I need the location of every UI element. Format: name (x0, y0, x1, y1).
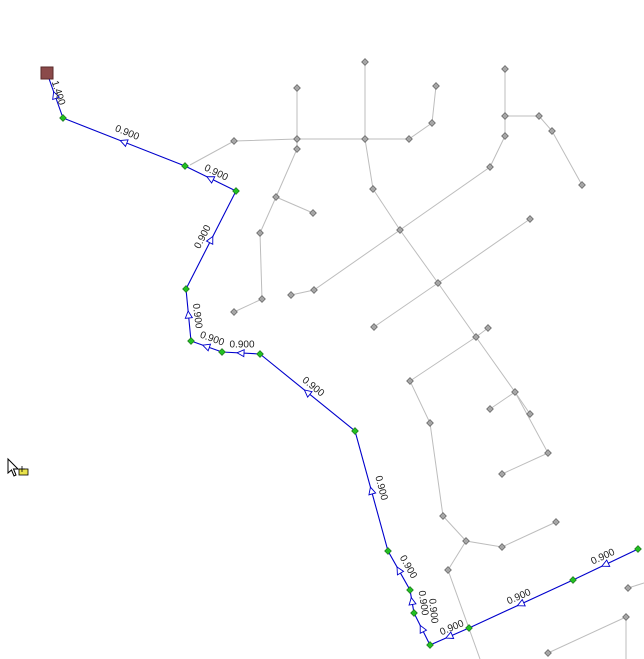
junction-node (231, 309, 238, 316)
flow-arrows (50, 91, 609, 642)
junction-node (370, 186, 377, 193)
junction-node (231, 138, 238, 145)
traced-junctions (60, 115, 642, 649)
pipe-line (374, 219, 530, 327)
junction-node (311, 287, 318, 294)
traced-pipe (47, 73, 638, 645)
junction-node (512, 389, 519, 396)
pipe-line (410, 337, 556, 547)
pipe-line (448, 541, 480, 659)
junction-node (294, 146, 301, 153)
pipe-line (234, 88, 297, 312)
junction-node (623, 614, 630, 621)
junction-node (553, 519, 560, 526)
pipe-line (548, 617, 626, 653)
traced-node (407, 587, 414, 594)
junction-node (545, 450, 552, 457)
junction-node (273, 194, 280, 201)
source-node[interactable] (41, 67, 53, 79)
traced-node (466, 625, 473, 632)
junction-node (259, 296, 266, 303)
junction-node (294, 136, 301, 143)
segment-label: 0.900 (372, 475, 389, 502)
add-badge-icon (19, 469, 28, 475)
pipe-line (505, 116, 582, 185)
flow-arrow-icon (417, 624, 426, 633)
pipe-line (276, 197, 313, 213)
segment-label: 0.900 (229, 340, 254, 351)
pipe-line (291, 69, 505, 295)
junction-node (433, 83, 440, 90)
junction-node (579, 182, 586, 189)
segment-label: 0.900 (397, 553, 419, 581)
junction-node (502, 66, 509, 73)
network-junctions (231, 59, 632, 657)
segment-label: 0.900 (198, 330, 226, 349)
pipe-line (515, 392, 530, 414)
segment-label: 0.900 (193, 223, 214, 251)
junction-node (288, 292, 295, 299)
traced-node (182, 163, 189, 170)
junction-node (545, 650, 552, 657)
traced-node (635, 546, 642, 553)
junction-node (429, 120, 436, 127)
pointer-arrow-icon (8, 459, 28, 476)
network-pipes (190, 62, 644, 659)
pipe-line (490, 392, 515, 409)
segment-label: 0.900 (190, 303, 204, 330)
junction-node (294, 85, 301, 92)
junction-node (406, 136, 413, 143)
junction-node (310, 210, 317, 217)
junction-node (527, 216, 534, 223)
segment-label: 0.900 (300, 375, 327, 400)
traced-node (233, 188, 240, 195)
traced-node (188, 338, 195, 345)
segment-labels: 1.4000.9000.9000.9000.9000.9000.9000.900… (49, 79, 617, 638)
junction-node (502, 113, 509, 120)
junction-node (487, 164, 494, 171)
traced-node (570, 577, 577, 584)
flow-arrow-icon (367, 486, 376, 495)
junction-node (362, 136, 369, 143)
junction-node (371, 324, 378, 331)
junction-node (362, 59, 369, 66)
junction-node (397, 227, 404, 234)
traced-path (47, 73, 638, 645)
junction-node (499, 471, 506, 478)
flow-arrow-icon (408, 597, 416, 605)
segment-label: 0.900 (202, 163, 230, 184)
traced-node (60, 115, 67, 122)
junction-node (427, 420, 434, 427)
traced-node (411, 610, 418, 617)
segment-label: 1.400 (49, 79, 67, 107)
junction-node (445, 567, 452, 574)
junction-node (499, 544, 506, 551)
junction-node (502, 133, 509, 140)
pipe-line (365, 62, 548, 474)
junction-node (487, 406, 494, 413)
junction-node (625, 585, 632, 592)
junction-node (257, 230, 264, 237)
traced-node (219, 349, 226, 356)
segment-label: 0.900 (426, 598, 440, 624)
traced-node (183, 286, 190, 293)
junction-node (407, 378, 414, 385)
traced-node (427, 642, 434, 649)
junction-node (435, 280, 442, 287)
pipe-line (190, 86, 436, 165)
traced-node (385, 548, 392, 555)
